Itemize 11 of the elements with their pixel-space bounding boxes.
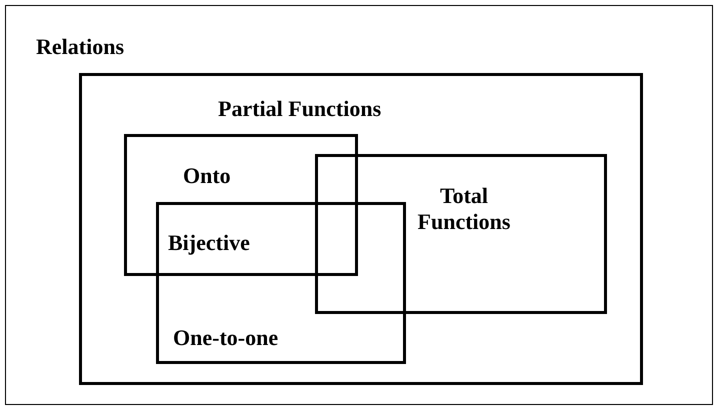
set-label: Onto	[183, 163, 231, 189]
set-label: One-to-one	[173, 325, 278, 351]
set-label: Total Functions	[416, 183, 512, 235]
set-label: Partial Functions	[218, 96, 382, 122]
set-box	[79, 73, 643, 385]
set-box	[156, 202, 406, 364]
region-label: Bijective	[168, 230, 250, 256]
set-box	[124, 134, 358, 276]
set-box	[5, 5, 713, 405]
set-label: Relations	[36, 34, 124, 60]
set-box	[315, 154, 607, 314]
